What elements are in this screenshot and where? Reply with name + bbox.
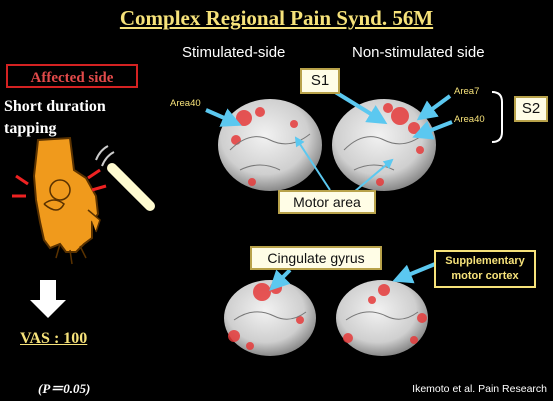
header-non-stimulated-side: Non-stimulated side (352, 44, 485, 61)
label-area40-left: Area40 (170, 98, 201, 109)
label-cingulate-gyrus: Cingulate gyrus (250, 246, 382, 270)
slide-title: Complex Regional Pain Synd. 56M (119, 6, 434, 30)
label-area40-right: Area40 (454, 114, 485, 125)
label-motor-area: Motor area (278, 190, 376, 214)
p-value: (P＝0.05) (38, 381, 91, 396)
stimulus-label: Short duration tapping (4, 98, 106, 137)
s2-bracket (491, 91, 503, 143)
affected-side-box: Affected side (6, 64, 138, 88)
activation-spots (228, 103, 427, 350)
impact-marks (12, 168, 107, 198)
vas-score: VAS : 100 (20, 330, 88, 347)
label-supplementary-motor-cortex: Supplementary motor cortex (434, 250, 536, 288)
label-s2: S2 (514, 96, 548, 122)
header-stimulated-side: Stimulated-side (182, 44, 286, 61)
label-area7: Area7 (454, 86, 480, 97)
label-s1: S1 (300, 68, 340, 94)
down-arrow-icon (30, 280, 66, 318)
tap-stick-icon (95, 145, 155, 211)
annotation-arrows (205, 88, 453, 291)
hand-icon (32, 136, 101, 265)
citation: Ikemoto et al. Pain Research (412, 383, 547, 395)
